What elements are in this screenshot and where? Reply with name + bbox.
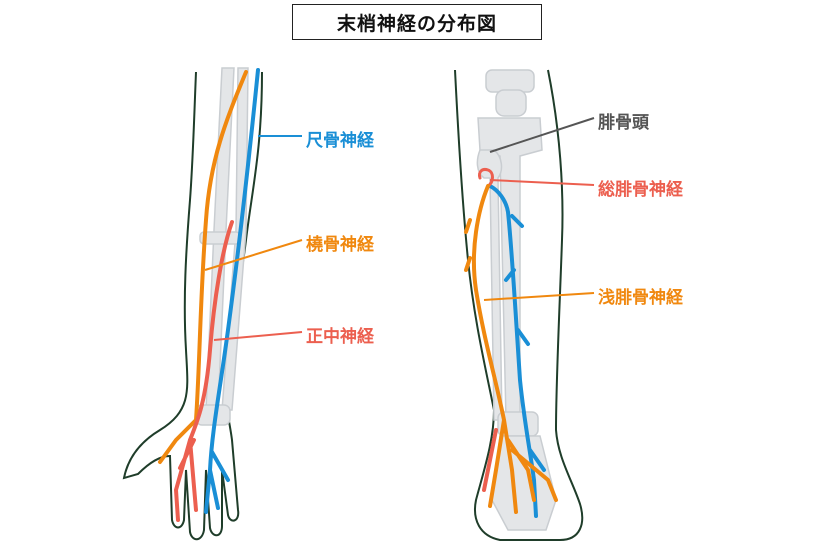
superficial-fibular-nerve-line: [464, 184, 558, 514]
leader-fibular-head: [489, 117, 595, 153]
leader-superficial-fibular: [483, 292, 595, 301]
label-median-nerve: 正中神経: [306, 327, 374, 347]
label-radial-nerve: 橈骨神経: [306, 235, 374, 255]
label-ulnar-nerve: 尺骨神経: [306, 131, 374, 151]
median-nerve-line: [173, 220, 234, 522]
label-fibular-head: 腓骨頭: [598, 113, 649, 133]
leg-skin-outline: [454, 69, 584, 541]
label-common-fibular-nerve: 総腓骨神経: [598, 180, 683, 200]
radial-nerve-line: [158, 70, 248, 464]
leader-median: [213, 331, 303, 341]
leader-radial: [204, 239, 303, 271]
lateral-dorsal-branch-line: [482, 428, 498, 492]
ulnar-nerve-line: [204, 68, 260, 514]
leader-common-fibular: [489, 179, 595, 186]
deep-fibular-nerve-line: [488, 184, 546, 518]
label-superficial-fibular-nerve: 浅腓骨神経: [598, 288, 683, 308]
diagram-title: 末梢神経の分布図: [292, 4, 542, 40]
common-fibular-nerve-line: [478, 168, 494, 188]
